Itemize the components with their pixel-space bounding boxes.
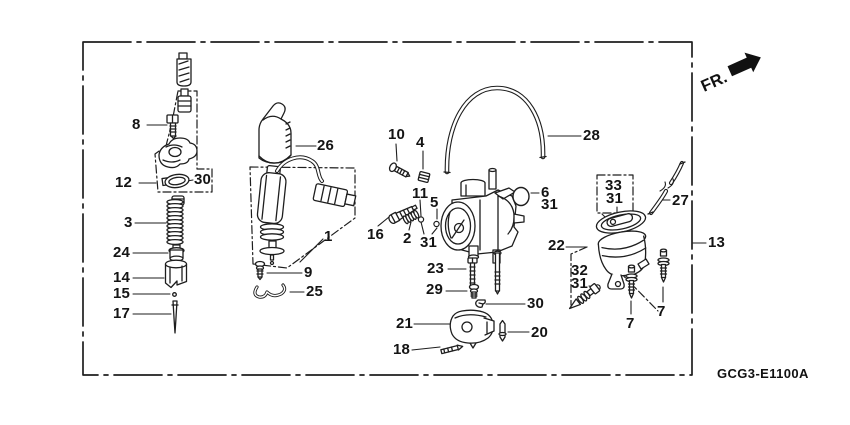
part-screw-8	[166, 114, 179, 140]
part-label-31b: 31	[541, 196, 559, 213]
part-oring-5	[433, 220, 440, 228]
part-label-31d: 31	[571, 275, 589, 292]
part-drain-tube-27	[647, 160, 686, 216]
part-label-2: 2	[403, 230, 412, 247]
part-label-5: 5	[430, 194, 439, 211]
part-screw-9	[254, 260, 266, 281]
part-screw-7-left	[625, 264, 638, 299]
part-label-17: 17	[113, 305, 131, 322]
part-label-18: 18	[393, 341, 411, 358]
part-label-14: 14	[113, 269, 131, 286]
part-float-21	[449, 309, 495, 349]
part-label-26: 26	[317, 137, 335, 154]
part-carburetor-body	[440, 167, 525, 264]
part-bystarter-body	[256, 165, 287, 266]
fr-direction-marker: FR.	[698, 52, 761, 96]
part-label-30a: 30	[194, 171, 212, 188]
part-label-29: 29	[426, 281, 444, 298]
part-label-28: 28	[583, 127, 601, 144]
part-label-6: 6	[541, 184, 550, 201]
bowl-22-chain	[570, 246, 588, 306]
part-label-8: 8	[132, 116, 141, 133]
part-screw-10	[388, 162, 411, 178]
part-label-23: 23	[427, 260, 445, 277]
part-label-7b: 7	[657, 303, 666, 320]
part-label-31a: 31	[420, 234, 438, 251]
part-jet-needle-17	[171, 300, 179, 334]
leader-lines	[132, 124, 707, 351]
part-spring-holder-4	[417, 170, 431, 184]
part-label-16: 16	[367, 226, 385, 243]
part-label-21: 21	[396, 315, 414, 332]
part-spring-3	[166, 198, 184, 246]
part-needle-seat-24	[168, 244, 185, 262]
part-label-11: 11	[412, 185, 429, 202]
bystarter-1-outline	[249, 166, 356, 269]
fr-arrow-icon	[727, 52, 761, 77]
part-hose-28	[443, 85, 547, 175]
part-cap-26	[258, 102, 292, 164]
bracket-12-outline	[154, 90, 213, 193]
part-screw-18	[440, 344, 464, 355]
diagram-code: GCG3-E1100A	[717, 366, 809, 381]
part-label-33: 33	[605, 177, 623, 194]
part-wire-clamp-25	[253, 283, 287, 299]
part-connector	[312, 183, 357, 208]
part-cable-holder	[158, 137, 198, 169]
part-throttle-valve-14	[164, 259, 188, 289]
part-label-9: 9	[304, 264, 313, 281]
part-label-22: 22	[548, 237, 566, 254]
part-oring-6	[512, 186, 530, 207]
part-label-27: 27	[672, 192, 690, 209]
part-label-25: 25	[306, 283, 324, 300]
part-label-12: 12	[115, 174, 133, 191]
part-spring-2	[402, 209, 420, 225]
part-cable-adjuster	[177, 88, 192, 113]
part-label-13: 13	[708, 234, 726, 251]
part-float-pin-20	[498, 319, 507, 342]
part-label-10: 10	[388, 126, 406, 143]
part-label-32: 32	[571, 262, 589, 279]
fr-direction-label: FR.	[698, 68, 730, 95]
assembly-boundary	[82, 41, 693, 376]
part-label-20: 20	[531, 324, 549, 341]
part-label-15: 15	[113, 285, 131, 302]
part-needle-clip-15	[172, 292, 177, 297]
part-label-1: 1	[324, 228, 333, 245]
part-cable-end	[176, 52, 192, 87]
part-stud-long	[493, 250, 502, 295]
part-label-30b: 30	[527, 295, 545, 312]
part-float-bowl-22	[597, 230, 650, 290]
part-drain-screw-32	[568, 283, 601, 310]
bystarter-wire	[275, 155, 324, 183]
part-clip-30	[475, 299, 486, 308]
part-label-24: 24	[113, 244, 131, 261]
part-oring-11	[417, 216, 425, 223]
part-screw-7-right	[657, 248, 670, 283]
part-gasket-30	[161, 173, 190, 189]
part-bowl-gasket-33	[595, 210, 647, 234]
part-label-31c: 31	[606, 190, 624, 207]
part-label-4: 4	[416, 134, 425, 151]
part-label-3: 3	[124, 214, 133, 231]
part-screw-29	[468, 283, 480, 299]
part-label-7a: 7	[626, 315, 635, 332]
